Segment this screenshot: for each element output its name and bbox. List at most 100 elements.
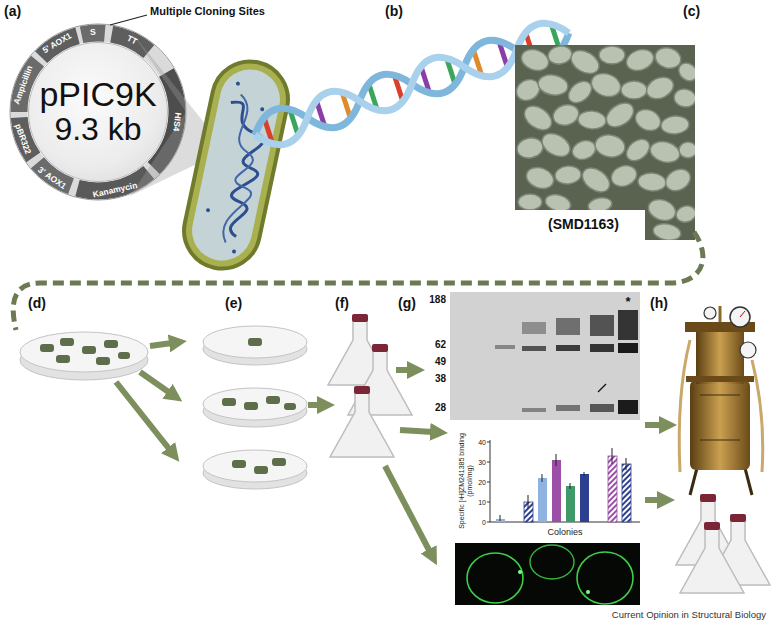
micrograph-part bbox=[455, 543, 640, 605]
fermenter-part bbox=[686, 376, 754, 382]
petri-dish-part-part bbox=[284, 403, 296, 410]
fermenter-part bbox=[730, 307, 750, 327]
micrograph-part bbox=[467, 553, 523, 603]
western-blot-part bbox=[522, 322, 546, 334]
petri-dish-part-part bbox=[60, 338, 74, 346]
fermenter-part bbox=[679, 340, 690, 472]
petri-dish-part-part bbox=[118, 352, 130, 359]
yeast-cells-part-part bbox=[643, 73, 677, 103]
axis-title: Colonies bbox=[547, 528, 582, 537]
yeast-cells-part-part bbox=[518, 194, 542, 210]
panel-label: (e) bbox=[225, 296, 242, 310]
yeast-cells-part-part bbox=[567, 46, 603, 78]
segment-label: HIS4 bbox=[172, 112, 183, 132]
fermenter-part bbox=[740, 342, 756, 358]
bar-chart bbox=[487, 440, 640, 522]
yeast-cells-part-part bbox=[679, 142, 697, 158]
yeast-cells-part-part bbox=[623, 46, 656, 74]
bar-chart-part-part bbox=[500, 515, 501, 521]
process-arrow-part bbox=[116, 382, 170, 450]
yeast-cells-part-part bbox=[645, 196, 678, 224]
petri-dish-part bbox=[232, 458, 286, 474]
petri-dish-part bbox=[248, 338, 262, 346]
strain-label: (SMD1163) bbox=[548, 217, 619, 231]
marker-size: 49 bbox=[435, 357, 446, 367]
petri-dish bbox=[203, 326, 307, 365]
bar-chart-part-part bbox=[584, 472, 585, 476]
panel-label: (a) bbox=[4, 4, 21, 18]
bar-chart-part-part bbox=[487, 502, 490, 503]
process-arrow-part bbox=[396, 367, 410, 373]
petri-dish bbox=[203, 450, 307, 489]
band-marker: * bbox=[625, 295, 630, 308]
western-blot-part bbox=[495, 345, 515, 349]
bar-chart-part-part bbox=[570, 483, 571, 489]
bar-chart-part bbox=[538, 478, 547, 522]
yeast-cells-part-part bbox=[523, 164, 556, 192]
axis-tick: 30 bbox=[478, 459, 486, 466]
petri-dish-part-part bbox=[56, 355, 70, 363]
bacterium bbox=[177, 54, 295, 275]
yeast-cells-part-part bbox=[675, 59, 701, 84]
yeast-cells-part-part bbox=[621, 81, 647, 99]
yeast-cells-part-part bbox=[578, 163, 614, 197]
axis-tick: 0 bbox=[482, 519, 486, 526]
yeast-cells-part-part bbox=[608, 162, 639, 190]
western-blot-part bbox=[598, 384, 606, 392]
yeast-cells-part-part bbox=[518, 46, 551, 74]
yeast-cells-part-part bbox=[543, 192, 572, 214]
bacterium-part bbox=[260, 107, 265, 112]
bar-chart-part-part bbox=[542, 474, 543, 482]
petri-dish-part bbox=[203, 450, 307, 482]
western-blot-part bbox=[450, 292, 640, 420]
yeast-cells-part-part bbox=[673, 87, 698, 109]
petri-dish-part bbox=[203, 326, 307, 358]
plasmid-ring-part bbox=[0, 2, 208, 222]
western-blot-part bbox=[618, 310, 638, 340]
bacterium-part bbox=[206, 208, 211, 213]
yeast-cells-part-part bbox=[602, 98, 638, 132]
leader-line bbox=[110, 15, 147, 25]
petri-dish-part-part bbox=[222, 398, 236, 406]
western-blot bbox=[450, 292, 640, 420]
yeast-cells-part-part bbox=[570, 137, 599, 162]
western-blot-part bbox=[590, 344, 614, 352]
petri-dish-part-part bbox=[254, 466, 268, 474]
bar-chart-part-part bbox=[487, 522, 490, 523]
flask-part bbox=[330, 386, 394, 457]
western-blot-part bbox=[590, 315, 614, 336]
bacterium-part bbox=[186, 64, 285, 266]
micrograph-part bbox=[577, 552, 633, 604]
petri-dish-part-part bbox=[82, 346, 96, 354]
plasmid-name: pPIC9K bbox=[39, 77, 156, 113]
bar-chart-part-part bbox=[487, 442, 490, 443]
plasmid-map: pPIC9K9.3 kb bbox=[28, 42, 168, 182]
fermenter-part bbox=[700, 440, 740, 441]
western-blot-part bbox=[618, 400, 638, 414]
western-blot-part bbox=[556, 405, 580, 411]
yeast-cells-part-part bbox=[632, 105, 664, 134]
western-blot-part bbox=[590, 404, 614, 412]
yeast-cells-part-part bbox=[554, 165, 581, 185]
bar-chart-part bbox=[487, 442, 490, 522]
yeast-cells-part-part bbox=[593, 133, 626, 160]
yeast-cells-part-part bbox=[536, 73, 569, 98]
panel-label: (h) bbox=[650, 296, 668, 310]
bacterium-part bbox=[236, 81, 241, 86]
yeast-cells-part-part bbox=[674, 204, 697, 225]
yeast-cells-part-part bbox=[588, 70, 624, 101]
panel-label: (f) bbox=[335, 296, 349, 310]
panel-label: (g) bbox=[398, 296, 416, 310]
yeast-cells-part-part bbox=[662, 165, 695, 195]
bar-chart-part bbox=[490, 440, 491, 522]
plasmid-ring-part bbox=[0, 0, 210, 223]
yeast-cells-part-part bbox=[648, 138, 682, 165]
process-arrow-part bbox=[308, 402, 320, 408]
plasmid-ring-part bbox=[0, 11, 199, 214]
marker-size: 62 bbox=[435, 340, 446, 350]
process-arrow-part bbox=[400, 430, 433, 432]
yeast-cells-part-part bbox=[547, 44, 574, 66]
callout-text: Multiple Cloning Sites bbox=[150, 6, 265, 17]
petri-dish bbox=[203, 388, 307, 427]
bar-chart-part bbox=[552, 460, 561, 522]
